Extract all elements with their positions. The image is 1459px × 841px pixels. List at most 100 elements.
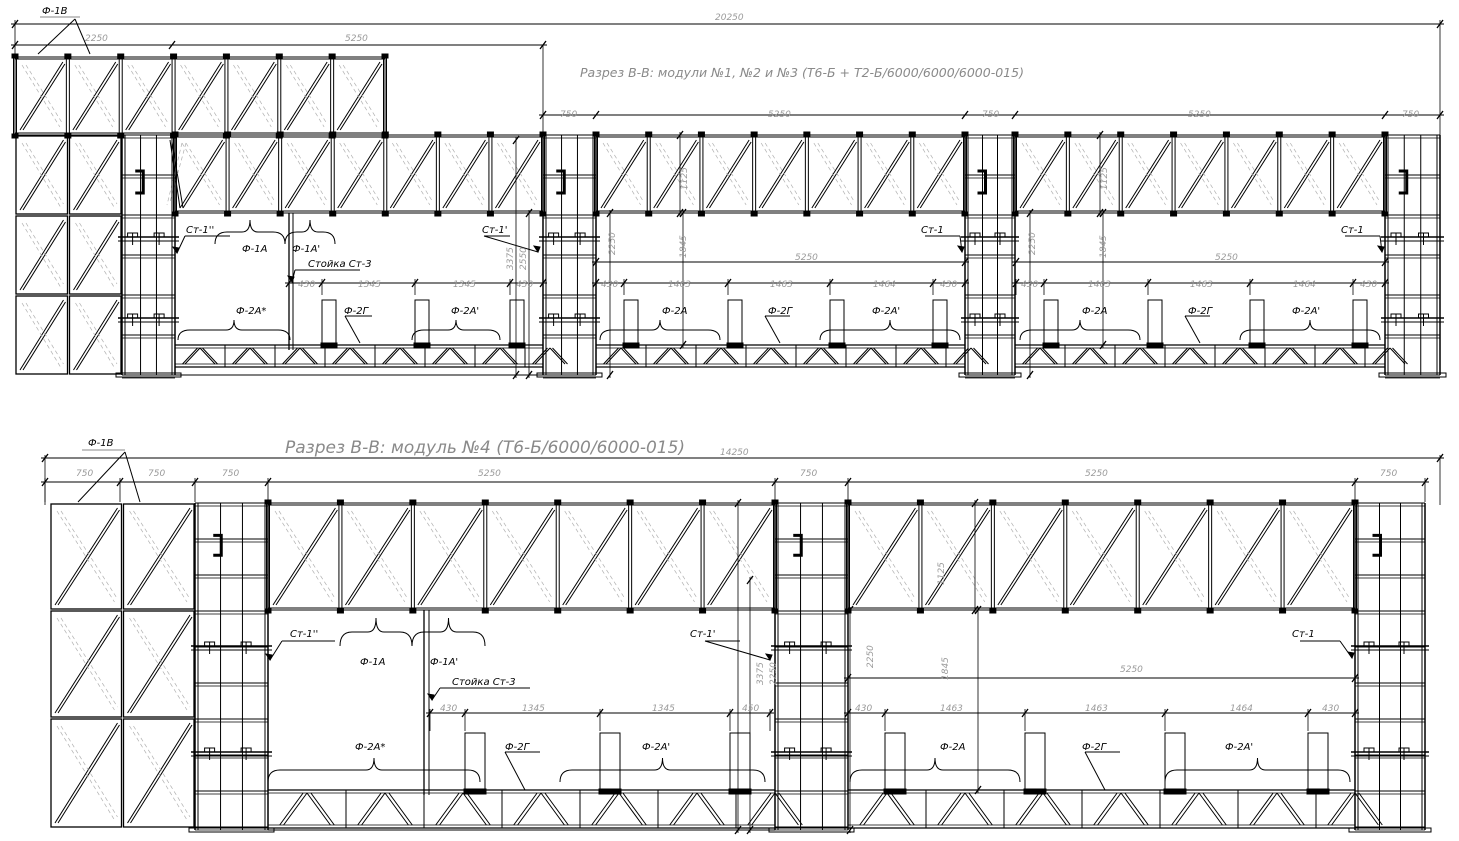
leader-line — [74, 18, 91, 55]
glazed-panel — [15, 135, 69, 215]
lower-truss-diagonal — [805, 347, 822, 365]
dimension: 5250 — [1215, 253, 1238, 263]
brace-diagonal — [130, 616, 193, 714]
truss-node — [916, 499, 924, 505]
brace-diagonal — [1145, 509, 1208, 606]
damper-post — [1249, 299, 1265, 348]
damper-base — [1023, 788, 1047, 795]
lower-truss-diagonal — [1224, 347, 1241, 365]
brace-diagonal — [565, 509, 628, 606]
brace-diagonal — [231, 61, 275, 131]
dimension-tick — [1099, 340, 1107, 350]
damper-base — [413, 342, 431, 349]
damper-post — [599, 732, 621, 794]
truss-node — [170, 53, 178, 59]
lower-truss-diagonal — [384, 792, 409, 826]
lower-truss-diagonal — [1189, 347, 1206, 365]
brace-diagonal — [348, 509, 411, 606]
glass-hatch — [21, 142, 61, 208]
truss-node — [645, 211, 653, 217]
dimension: 1345 — [358, 280, 381, 290]
glass-hatch — [1285, 142, 1325, 206]
glass-hatch — [79, 302, 118, 365]
brace-diagonal — [761, 141, 805, 209]
dimension-tick — [512, 370, 520, 380]
glass-hatch — [602, 142, 642, 206]
label-f2a-prime: Ф-2А' — [872, 306, 900, 317]
truss-node — [1064, 211, 1072, 217]
curly-brace — [1079, 319, 1141, 341]
brace-diagonal — [283, 61, 328, 131]
leader-arrow-icon — [532, 245, 541, 254]
lower-truss-diagonal — [920, 347, 937, 365]
truss-node — [117, 53, 125, 59]
label-st1: Ст-1 — [921, 225, 944, 236]
dimension: 430 — [440, 704, 457, 714]
brace-diagonal — [1286, 141, 1330, 209]
dimension: 2250 — [608, 232, 618, 255]
truss-node — [434, 131, 442, 137]
brace-diagonal — [1217, 509, 1280, 606]
lower-truss-diagonal — [382, 347, 398, 365]
lower-truss-diagonal — [903, 347, 919, 365]
glass-hatch — [278, 510, 336, 600]
glass-hatch — [391, 142, 431, 206]
damper-post — [1147, 299, 1163, 348]
lower-truss-diagonal — [1372, 347, 1388, 365]
glass-hatch — [338, 64, 378, 128]
truss-node — [803, 131, 811, 137]
glass-hatch — [131, 64, 169, 125]
dimension-tick — [1436, 110, 1444, 120]
lower-truss-diagonal — [1092, 347, 1108, 365]
brace-diagonal — [758, 139, 803, 209]
damper-base — [1248, 342, 1266, 349]
brace-diagonal — [1125, 139, 1169, 209]
brace-diagonal — [57, 724, 120, 824]
lower-truss-diagonal — [1202, 792, 1227, 826]
glass-hatch — [423, 510, 481, 600]
truss-node — [626, 608, 634, 614]
truss-node — [908, 131, 916, 137]
lower-truss-diagonal — [941, 792, 966, 826]
dimension: 2250 — [769, 662, 779, 685]
lower-truss-diagonal — [552, 347, 568, 365]
glass-hatch — [1338, 142, 1378, 206]
dimension-tick — [606, 208, 614, 218]
lower-truss-diagonal — [249, 347, 266, 365]
lower-truss-diagonal — [334, 347, 351, 365]
lower-truss-diagonal — [859, 792, 884, 826]
brace-diagonal — [235, 141, 278, 209]
truss-node — [856, 211, 864, 217]
brace-diagonal — [445, 141, 488, 209]
damper-post — [829, 299, 845, 348]
lower-truss-diagonal — [655, 347, 672, 365]
label-st1: Ст-1 — [1292, 629, 1315, 640]
brace-diagonal — [76, 301, 120, 371]
glass-hatch — [491, 510, 551, 603]
brace-diagonal — [1075, 141, 1119, 209]
glass-hatch — [1184, 142, 1222, 203]
label-f2a-star: Ф-2А* — [236, 306, 266, 317]
glass-hatch — [274, 510, 333, 603]
brace-diagonal — [19, 219, 64, 291]
glazed-panel — [68, 135, 122, 215]
brace-diagonal — [127, 722, 191, 824]
dimension: 5250 — [1188, 110, 1211, 120]
tower-base — [1348, 827, 1432, 833]
brace-diagonal — [339, 63, 383, 131]
dimension-tick — [1096, 130, 1104, 140]
lower-truss-diagonal — [544, 792, 569, 826]
glass-hatch — [1233, 142, 1272, 206]
brace-diagonal — [867, 141, 910, 209]
glass-hatch — [760, 142, 800, 206]
lower-truss-diagonal — [361, 792, 386, 826]
brace-diagonal — [22, 221, 66, 291]
lower-truss-diagonal — [855, 347, 872, 365]
lower-truss-diagonal — [774, 792, 799, 826]
brace-diagonal — [286, 63, 330, 131]
lower-truss-diagonal — [1142, 347, 1158, 365]
lower-truss-diagonal — [1198, 792, 1223, 826]
lower-truss-diagonal — [670, 347, 687, 365]
truss-node — [697, 211, 705, 217]
glass-hatch — [927, 510, 986, 603]
